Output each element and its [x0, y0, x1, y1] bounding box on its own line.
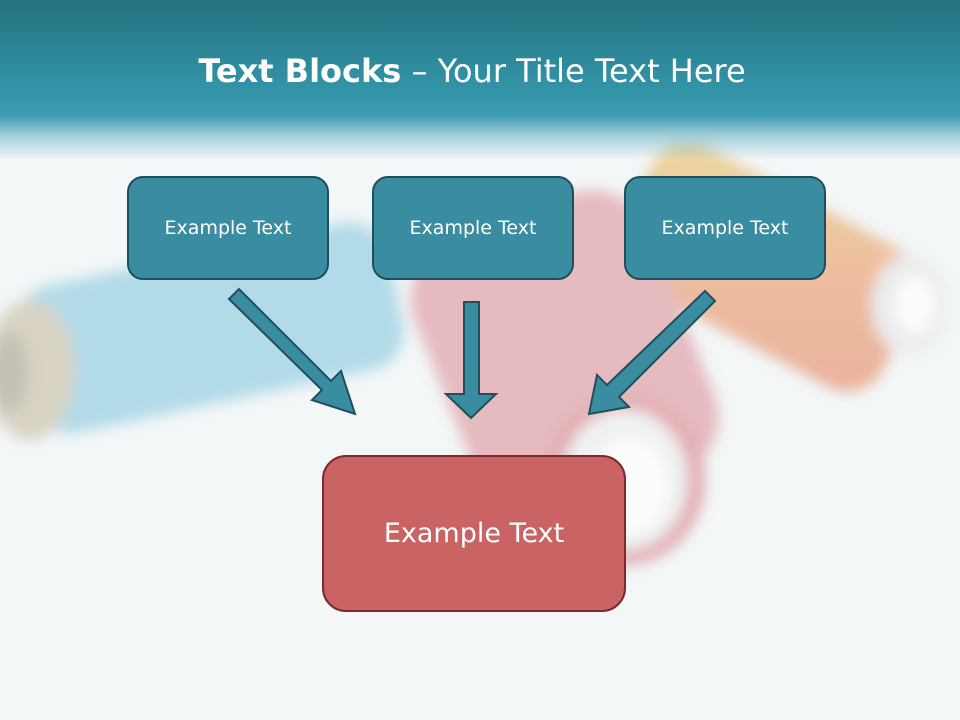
slide-title: Text Blocks – Your Title Text Here: [0, 52, 944, 90]
title-bold: Text Blocks: [198, 52, 402, 90]
bottom-box-label: Example Text: [383, 518, 565, 549]
title-rest: – Your Title Text Here: [401, 52, 746, 90]
top-box-center-label: Example Text: [409, 217, 537, 239]
arrow-left: [227, 287, 357, 416]
top-box-center: Example Text: [372, 176, 574, 280]
arrow-center: [443, 301, 499, 420]
top-box-right-label: Example Text: [661, 217, 789, 239]
top-box-right: Example Text: [624, 176, 826, 280]
title-bar: [0, 0, 960, 160]
top-box-left: Example Text: [127, 176, 329, 280]
top-box-left-label: Example Text: [164, 217, 292, 239]
arrow-right: [587, 289, 717, 416]
bottom-box: Example Text: [322, 455, 626, 612]
